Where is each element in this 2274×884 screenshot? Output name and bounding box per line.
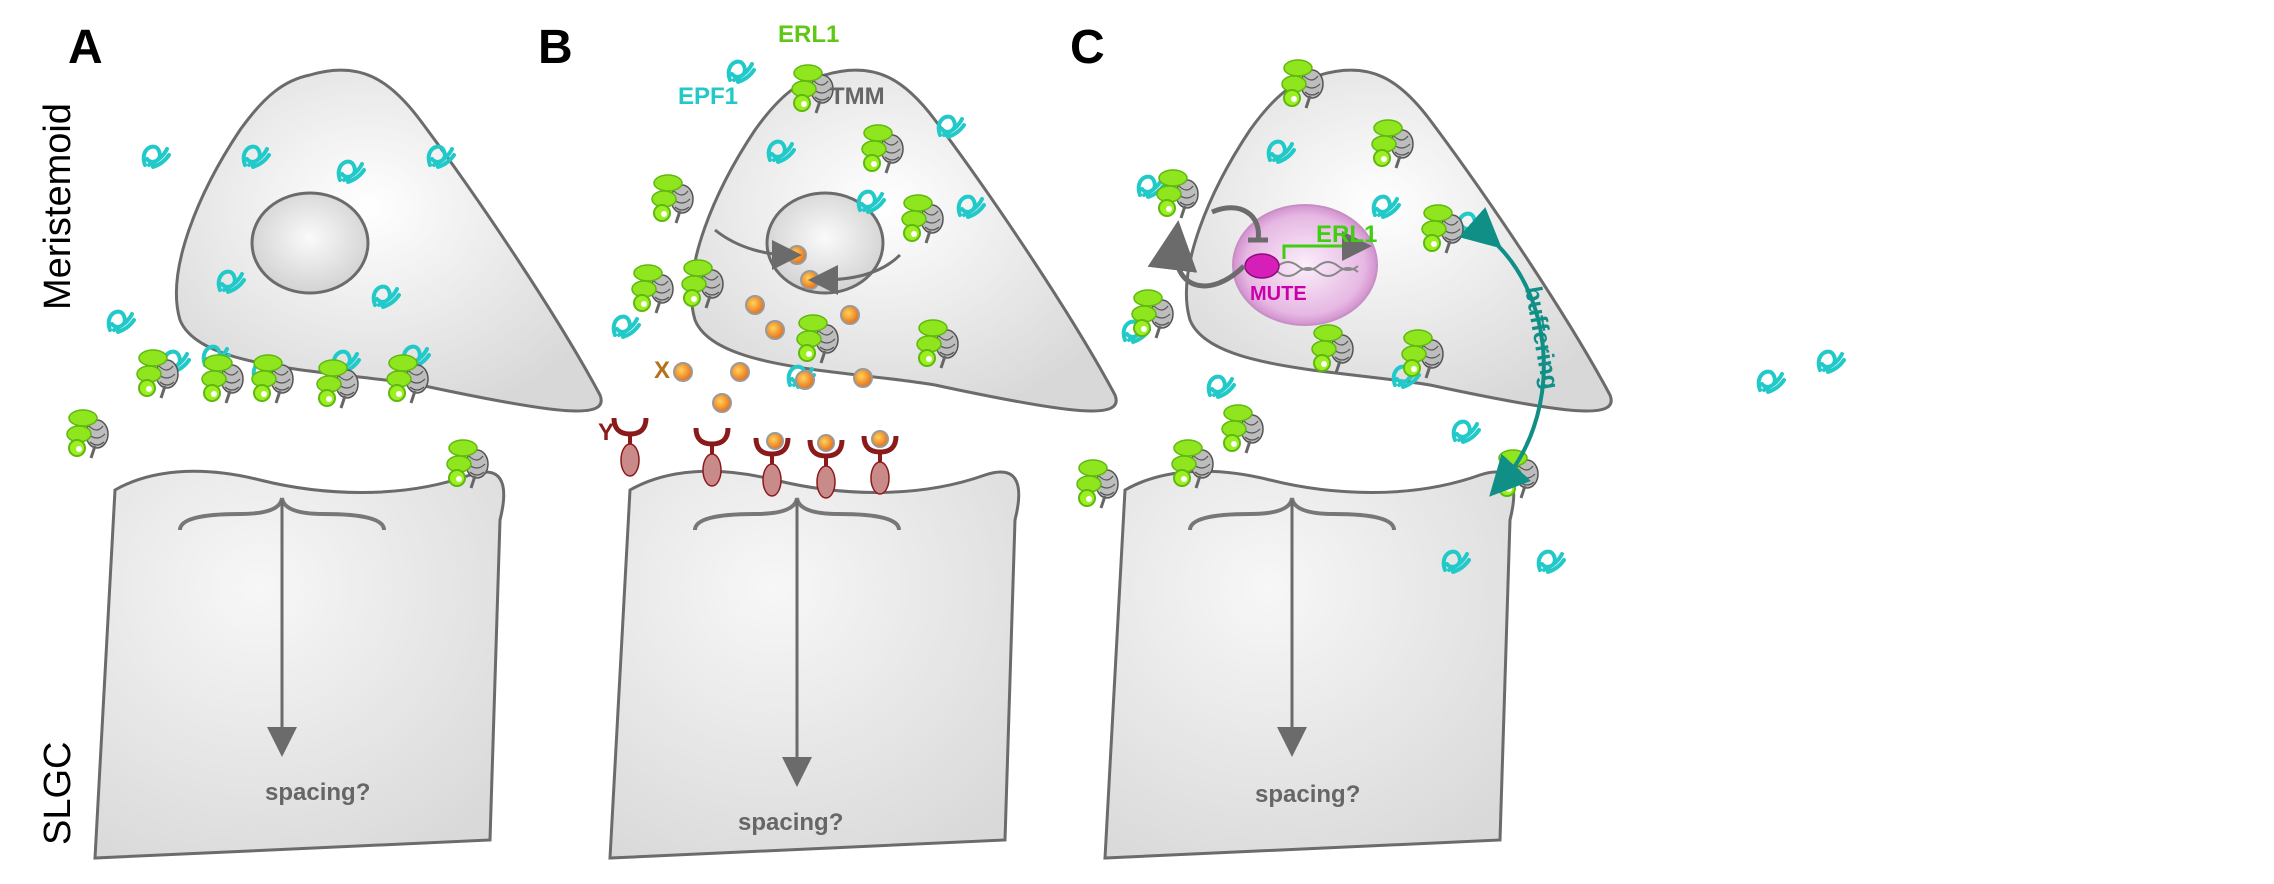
x-ligand-particle [730, 362, 750, 382]
erl1-label: ERL1 [778, 21, 839, 48]
y-receptor [807, 439, 845, 499]
epf1-peptide [1816, 349, 1846, 374]
erl1-tmm-receptor [200, 353, 245, 405]
panel-label-a: A [68, 21, 103, 74]
y-receptor [693, 427, 731, 487]
c-erl1-label: ERL1 [1316, 221, 1377, 248]
epf1-peptide [1451, 419, 1481, 444]
meristemoid-label: Meristemoid [37, 103, 79, 310]
panel-label-b: B [538, 21, 573, 74]
panel-a-cells [93, 68, 603, 860]
mute-protein [1244, 253, 1280, 279]
epf1-peptide [726, 59, 756, 84]
x-ligand-particle [712, 393, 732, 413]
x-ligand-particle [765, 320, 785, 340]
erl1-tmm-receptor [1155, 168, 1200, 220]
x-ligand-particle [795, 370, 815, 390]
erl1-tmm-receptor [65, 408, 110, 460]
erl1-tmm-receptor [135, 348, 180, 400]
x-ligand-particle [745, 295, 765, 315]
buffering-arrow [1458, 207, 1546, 497]
epf1-peptide [611, 314, 641, 339]
meristemoid-cell [175, 68, 603, 413]
brace [1188, 497, 1396, 531]
signal-arrow [714, 228, 802, 270]
bound-x-particle [766, 432, 784, 450]
epf1-peptide [1536, 549, 1566, 574]
bound-x-particle [871, 430, 889, 448]
epf1-peptide [1756, 369, 1786, 394]
meristemoid-cell [690, 68, 1118, 413]
erl1-tmm-receptor [1495, 448, 1540, 500]
slgc-cell [93, 469, 506, 860]
epf1-peptide [106, 309, 136, 334]
erl1-tmm-receptor [650, 173, 695, 225]
spacing-label-a: spacing? [265, 779, 370, 806]
epf1-peptide [1206, 374, 1236, 399]
epf1-peptide [141, 144, 171, 169]
erl1-tmm-receptor [1075, 458, 1120, 510]
x-ligand-particle [853, 368, 873, 388]
y-receptor [861, 435, 899, 495]
erl1-tmm-receptor [1220, 403, 1265, 455]
epf1-peptide [936, 114, 966, 139]
mute-nucleus: ERL1 MUTE [1147, 204, 1378, 326]
y-receptor [753, 437, 791, 497]
spacing-label-b: spacing? [738, 809, 843, 836]
inhibition-arrow [1211, 205, 1268, 243]
erl1-tmm-receptor [1130, 288, 1175, 340]
erl1-tmm-receptor [630, 263, 675, 315]
signal-arrow [808, 253, 902, 295]
brace [178, 497, 386, 531]
slgc-cell [608, 469, 1021, 860]
x-ligand-label: X [654, 357, 670, 384]
epf1-label: EPF1 [678, 83, 738, 110]
nucleus [250, 191, 370, 295]
mute-label: MUTE [1250, 283, 1307, 305]
y-receptor [611, 417, 649, 477]
brace [693, 497, 901, 531]
feedback-arrow [1147, 220, 1246, 289]
panel-label-c: C [1070, 21, 1105, 74]
bound-x-particle [817, 434, 835, 452]
x-ligand-particle [673, 362, 693, 382]
y-receptor-label: Y [598, 419, 614, 446]
slgc-label: SLGC [37, 742, 79, 845]
spacing-label-c: spacing? [1255, 781, 1360, 808]
x-ligand-particle [800, 270, 820, 290]
tmm-label: TMM [830, 83, 885, 110]
x-ligand-particle [787, 245, 807, 265]
x-ligand-particle [840, 305, 860, 325]
